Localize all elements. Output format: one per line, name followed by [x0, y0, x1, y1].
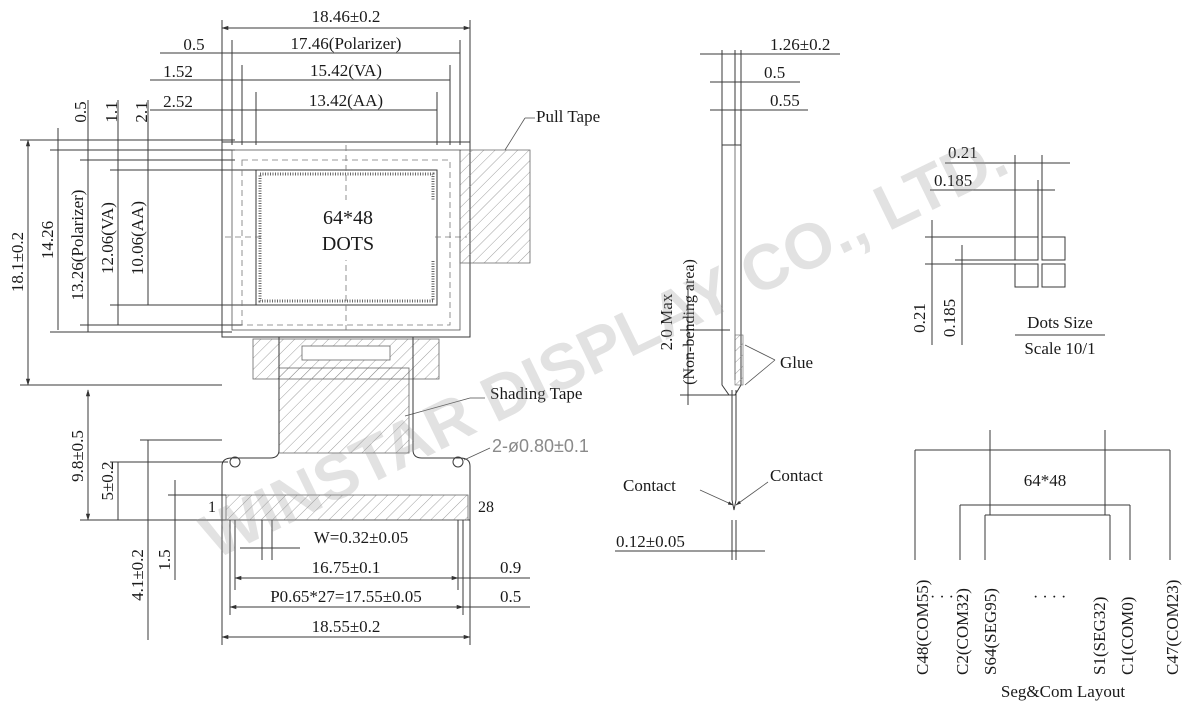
dots-size-title: Dots Size	[1027, 313, 1093, 332]
pull-tape-label: Pull Tape	[536, 107, 600, 126]
dim-pin-width: W=0.32±0.05	[314, 528, 408, 547]
dim-right-margin-1: 0.9	[500, 558, 521, 577]
seg-com-ellipsis-left: · · · ·	[930, 589, 963, 606]
side-fpc-thickness: 0.12±0.05	[616, 532, 685, 551]
dim-top-margin-3: 2.1	[132, 101, 151, 122]
dots-width-total: 0.21	[948, 143, 978, 162]
dim-glass-height: 14.26	[38, 221, 57, 259]
seg-com-pin-c1: C1(COM0)	[1118, 597, 1137, 675]
dim-holes: 2-ø0.80±0.1	[492, 436, 589, 456]
side-layer-2: 0.55	[770, 91, 800, 110]
shading-tape-label: Shading Tape	[490, 384, 582, 403]
seg-com-pin-c2: C2(COM32)	[953, 588, 972, 675]
dim-outline-height: 18.1±0.2	[8, 232, 27, 292]
side-glue-label: Glue	[780, 353, 813, 372]
dots-height-dot: 0.185	[940, 299, 959, 337]
seg-com-matrix: 64*48	[1024, 471, 1067, 490]
dim-outline-width: 18.46±0.2	[312, 7, 381, 26]
side-view: 1.26±0.2 0.5 0.55 2.0 Max (Non-bending a…	[615, 35, 840, 560]
dots-size-detail: 0.21 0.185 0.21 0.185 Dots Size Scale 10…	[910, 143, 1105, 358]
pin-first: 1	[208, 499, 216, 516]
dim-pin-height: 4.1±0.2	[128, 549, 147, 601]
seg-com-pin-c48: C48(COM55)	[913, 580, 932, 675]
side-bend-label-2: (Non-bending area)	[681, 259, 698, 385]
seg-com-pin-c47: C47(COM23)	[1163, 580, 1182, 675]
dim-pin-pitch: P0.65*27=17.55±0.05	[270, 587, 422, 606]
display-text-resolution: 64*48	[323, 207, 373, 229]
side-contact-left: Contact	[623, 476, 676, 495]
side-layer-1: 0.5	[764, 63, 785, 82]
dim-polarizer-height: 13.26(Polarizer)	[68, 190, 87, 301]
dim-aa-height: 10.06(AA)	[128, 201, 147, 275]
dim-pin-margin: 1.5	[155, 549, 174, 570]
dim-pin-span: 16.75±0.1	[312, 558, 381, 577]
dim-va-width: 15.42(VA)	[310, 61, 382, 80]
dim-top-margin-1: 0.5	[71, 101, 90, 122]
side-contact-right: Contact	[770, 466, 823, 485]
pin-last: 28	[478, 499, 494, 516]
dim-fpc-width: 18.55±0.2	[312, 617, 381, 636]
side-bend-label-1: 2.0 Max	[657, 293, 676, 350]
dim-va-height: 12.06(VA)	[98, 202, 117, 274]
dim-right-margin-2: 0.5	[500, 587, 521, 606]
dim-aa-width: 13.42(AA)	[309, 91, 383, 110]
dots-height-total: 0.21	[910, 303, 929, 333]
seg-com-pin-s64: S64(SEG95)	[981, 588, 1000, 675]
seg-com-layout: 64*48 C48(COM55) C2(COM32) S64(SEG95) S1…	[913, 430, 1182, 701]
dim-aa-margin: 2.52	[163, 92, 193, 111]
dim-va-margin: 1.52	[163, 62, 193, 81]
seg-com-title: Seg&Com Layout	[1001, 682, 1125, 701]
dots-width-dot: 0.185	[934, 171, 972, 190]
dim-polarizer-width: 17.46(Polarizer)	[291, 34, 402, 53]
seg-com-pin-s1: S1(SEG32)	[1090, 597, 1109, 675]
front-view: 18.46±0.2 0.5 17.46(Polarizer) 1.52 15.4…	[8, 7, 600, 645]
display-text-dots: DOTS	[322, 233, 374, 255]
dim-top-margin-2: 1.1	[102, 101, 121, 122]
dim-tail-height: 9.8±0.5	[68, 430, 87, 482]
dots-size-scale: Scale 10/1	[1024, 339, 1095, 358]
seg-com-ellipsis-mid: · · · ·	[1033, 589, 1066, 606]
dim-hole-to-bottom: 5±0.2	[98, 461, 117, 500]
side-thickness: 1.26±0.2	[770, 35, 830, 54]
dim-polarizer-margin: 0.5	[183, 35, 204, 54]
